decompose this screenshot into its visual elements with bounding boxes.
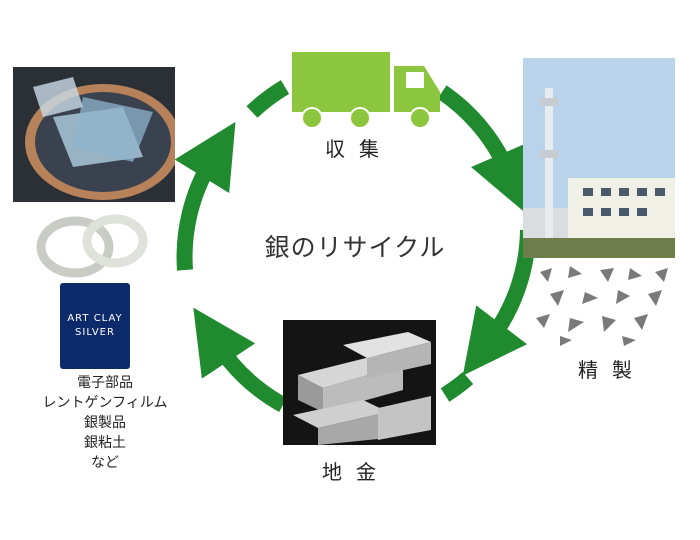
products-list: 電子部品 レントゲンフィルム 銀製品 銀粘土 など [20, 373, 190, 473]
arrow-to-ingot [440, 371, 474, 402]
product-item: 銀粘土 [84, 435, 126, 451]
silver-rings-icon [36, 214, 148, 278]
stage-ingot-label: 地金 [322, 460, 390, 484]
scrap-film-photo [13, 67, 175, 202]
arrow-to-truck [246, 80, 290, 118]
silver-granules [536, 266, 668, 346]
arrow-ingot-to-products [193, 307, 287, 413]
product-item: など [91, 455, 119, 471]
silver-ingot-photo [283, 320, 436, 445]
product-item: 電子部品 [77, 375, 133, 391]
stage-collect-label: 収集 [325, 137, 393, 161]
product-item: レントゲンフィルム [42, 395, 168, 411]
truck-icon [292, 52, 440, 129]
arrow-products-up [174, 121, 236, 271]
package-line1: ART CLAY [67, 313, 123, 324]
stage-refine-label: 精製 [578, 358, 646, 382]
package-line2: SILVER [75, 327, 115, 338]
refinery-plant-photo [523, 58, 675, 258]
product-item: 銀製品 [84, 415, 126, 431]
art-clay-silver-package: ART CLAY SILVER [60, 283, 130, 369]
arrow-collect-to-refine [437, 85, 530, 214]
diagram-title: 銀のリサイクル [264, 233, 446, 262]
